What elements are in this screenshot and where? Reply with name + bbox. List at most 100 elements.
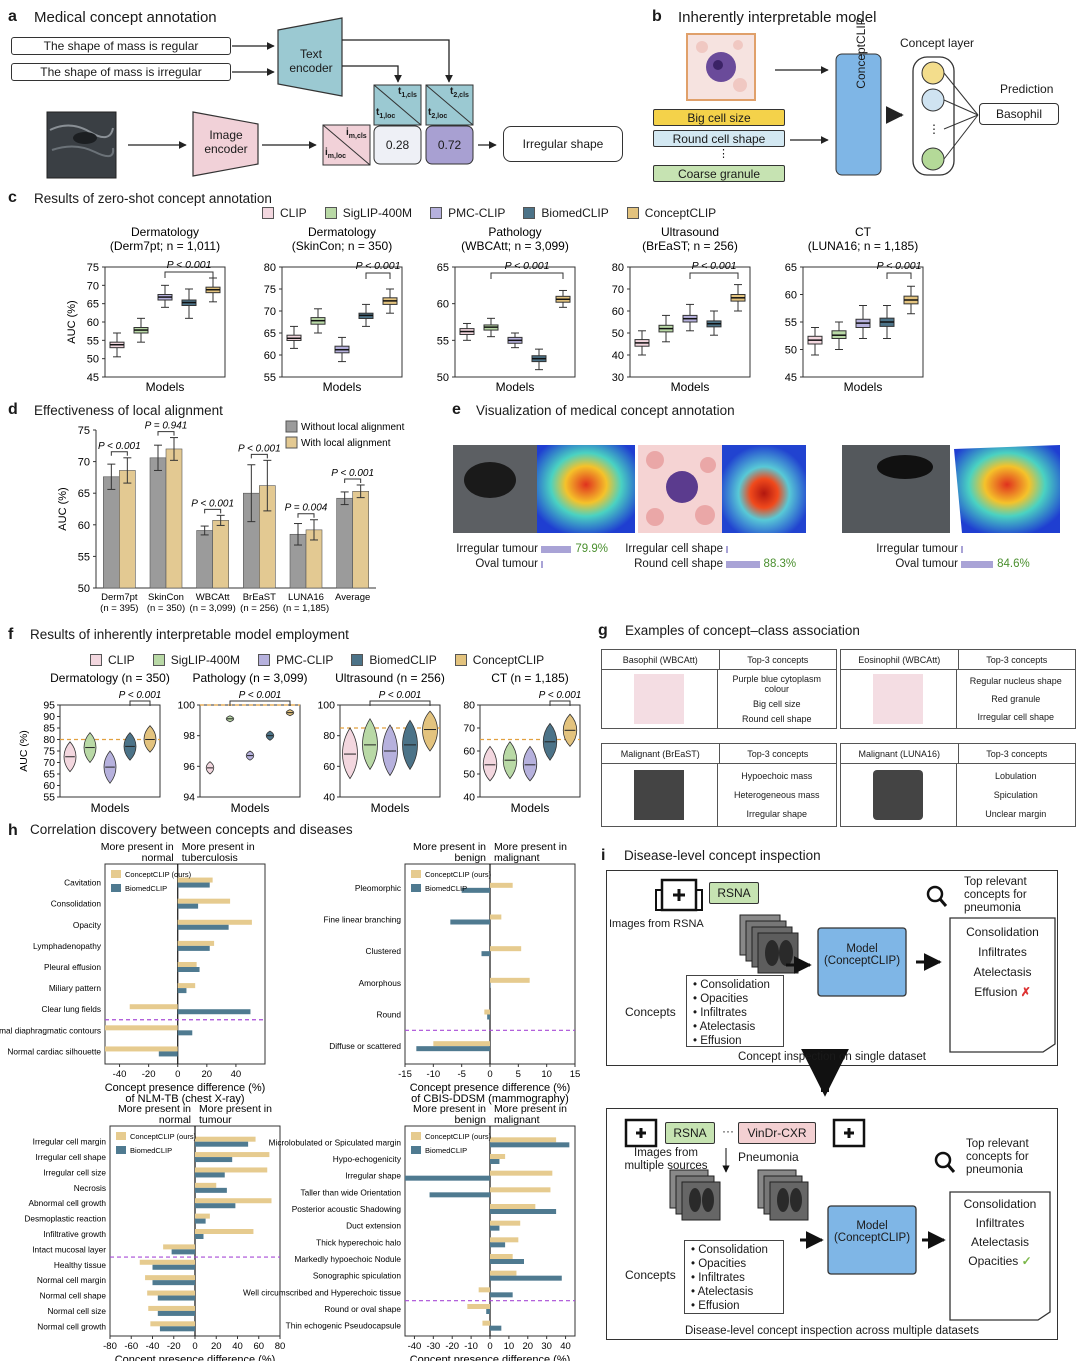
result-item: Consolidation [966, 925, 1039, 939]
panel-f-charts: Dermatology (n = 350)556065707580859095A… [18, 671, 581, 815]
hbar-biomedclip [195, 1141, 249, 1147]
panel-e-title: Visualization of medical concept annotat… [476, 403, 735, 418]
result-item: Atelectasis [970, 1235, 1030, 1249]
significance-bracket [344, 478, 362, 483]
top3-header: Top-3 concepts [747, 748, 809, 759]
y-tick-label: 95 [43, 700, 55, 712]
concept-item: Heterogeneous mass [733, 789, 820, 800]
y-tick-label: 70 [43, 757, 55, 769]
y-tick-label: 50 [87, 354, 99, 366]
list-item: • Atelectasis [693, 1021, 756, 1033]
chart-subtitle: (BrEaST; n = 256) [642, 239, 738, 253]
category-label: Taller than wide Orientation [300, 1187, 401, 1197]
legend-swatch [411, 870, 421, 878]
hbar-biomedclip [171, 1249, 195, 1255]
list-item: • Effusion [691, 1300, 740, 1312]
legend-label: SigLIP-400M [170, 653, 241, 667]
prompt-regular: The shape of mass is regular [11, 37, 231, 55]
hbar-biomedclip [177, 967, 200, 972]
x-axis-label: Models [91, 801, 130, 815]
left-head: More present in [101, 841, 174, 853]
x-axis-label: Concept presence difference (%) [115, 1354, 276, 1361]
list-item: • Opacities [691, 1258, 747, 1270]
source-dots: ··· [722, 1124, 734, 1138]
score-value: 88.3% [763, 558, 797, 570]
category-label: Diffuse or scattered [329, 1041, 401, 1051]
p-value: P < 0.001 [692, 260, 737, 272]
score-bar [541, 545, 572, 553]
concept-item: Round cell shape [741, 713, 812, 724]
plot-frame [104, 266, 226, 378]
p-value: P < 0.001 [877, 260, 922, 272]
concept-item: Regular nucleus shape [969, 676, 1062, 686]
hbar-conceptclip [177, 877, 213, 883]
y-tick-label: 55 [264, 372, 276, 384]
x-axis-label: Models [671, 380, 710, 394]
category-label: Round or oval shape [324, 1304, 401, 1314]
concept-coarse-granule: Coarse granule [653, 165, 785, 182]
legend-swatch [285, 436, 298, 449]
x-tick-label: 0 [487, 1069, 492, 1080]
panel-g-title: Examples of concept–class association [625, 623, 860, 638]
y-axis-label: AUC (%) [57, 487, 69, 530]
x-axis-label: Models [371, 801, 410, 815]
bar-without-local-alignment [103, 476, 120, 589]
class-image [602, 670, 718, 728]
chart-subtitle: (Derm7pt; n = 1,011) [110, 239, 220, 253]
legend-item: ConceptCLIP [454, 653, 544, 667]
category-label: Posterior acoustic Shadowing [292, 1204, 402, 1214]
hbar-conceptclip [490, 977, 530, 983]
x-tick-label: Derm7pt [101, 592, 138, 603]
panel-i-title: Disease-level concept inspection [624, 848, 821, 863]
search-icon-2 [934, 1151, 956, 1173]
hbar-conceptclip [490, 1204, 536, 1209]
check-icon: ✓ [1018, 1254, 1032, 1268]
legend-item: BiomedCLIP [523, 206, 609, 220]
p-value: P < 0.001 [505, 260, 550, 272]
legend-label: ConceptCLIP (ours) [425, 870, 492, 879]
hbar-biomedclip [490, 1225, 500, 1231]
y-tick-label: 60 [612, 306, 624, 318]
chart-title: CT (n = 1,185) [491, 671, 568, 685]
y-tick-label: 80 [463, 700, 475, 712]
class-thumbnail [634, 674, 685, 724]
legend-swatch [351, 654, 364, 666]
class-name: Malignant (BrEaST) [602, 744, 720, 763]
y-tick-label: 85 [43, 723, 55, 735]
p-value: P < 0.001 [239, 690, 282, 701]
concept-label: Oval tumour [475, 558, 538, 570]
legend-label: PMC-CLIP [448, 206, 506, 220]
panel-d-title: Effectiveness of local alignment [34, 403, 223, 418]
y-tick-label: 60 [437, 299, 449, 311]
panel-b-letter: b [652, 8, 662, 25]
concept-label: Round cell shape [634, 558, 723, 570]
category-label: Lymphadenopathy [33, 941, 102, 951]
model-label-1: Model (ConceptCLIP) [823, 943, 901, 967]
x-tick-label: 40 [232, 1341, 243, 1352]
annotation-row: Irregular cell shape [625, 543, 825, 555]
x-tick-label: -20 [142, 1069, 156, 1080]
hbar-conceptclip [105, 1025, 178, 1031]
x-axis-label: Models [146, 380, 185, 394]
concept-item: Spiculation [993, 789, 1038, 800]
category-label: Normal cell margin [37, 1275, 107, 1285]
class-name: Malignant (LUNA16) [841, 744, 959, 763]
hbar-biomedclip [195, 1172, 225, 1178]
y-tick-label: 100 [317, 700, 335, 712]
y-tick-label: 80 [264, 262, 276, 274]
legend-swatch [116, 1146, 126, 1154]
hbar-biomedclip [195, 1203, 236, 1209]
y-tick-label: 55 [87, 335, 99, 347]
left-head: More present in [118, 1103, 191, 1115]
hbar-conceptclip [195, 1152, 270, 1158]
table-header: Basophil (WBCAtt)Top-3 concepts [602, 650, 836, 670]
score-bar [961, 545, 964, 553]
legend-label: PMC-CLIP [276, 653, 334, 667]
bar-without-local-alignment [149, 457, 167, 589]
